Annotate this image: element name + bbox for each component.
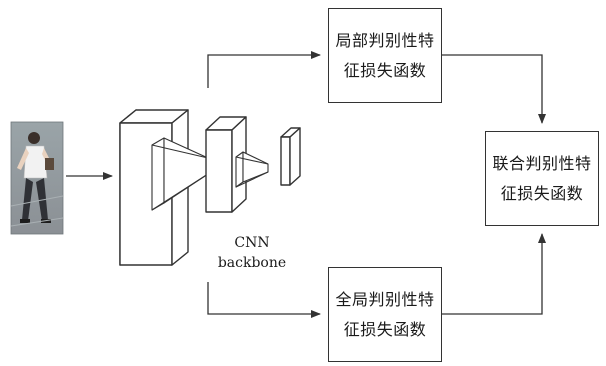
global-loss-line-1: 全局判别性特: [335, 289, 435, 309]
local-loss-line-2: 征损失函数: [343, 60, 427, 80]
joint-loss-line-2: 征损失函数: [500, 183, 584, 203]
pedestrian-photo-icon: [10, 121, 64, 235]
cnn-layer-1: [119, 109, 209, 266]
local-discriminative-loss-box: 局部判别性特 征损失函数: [328, 8, 442, 103]
local-loss-line-1: 局部判别性特: [335, 30, 435, 50]
cnn-label: CNN: [234, 235, 270, 251]
cnn-layer-3: [280, 127, 301, 186]
cnn-layer-2: [205, 116, 269, 213]
arrow-global-to-joint-loss: [442, 233, 546, 315]
backbone-label: backbone: [217, 255, 287, 271]
global-loss-line-2: 征损失函数: [343, 319, 427, 339]
arrow-cnn-to-global-loss: [207, 282, 321, 318]
joint-discriminative-loss-box: 联合判别性特 征损失函数: [485, 131, 599, 226]
cnn-backbone-icon: [119, 109, 301, 266]
arrow-local-to-joint-loss: [442, 54, 546, 124]
joint-loss-line-1: 联合判别性特: [492, 153, 592, 173]
arrow-cnn-to-local-loss: [207, 51, 321, 88]
global-discriminative-loss-box: 全局判别性特 征损失函数: [328, 267, 442, 362]
